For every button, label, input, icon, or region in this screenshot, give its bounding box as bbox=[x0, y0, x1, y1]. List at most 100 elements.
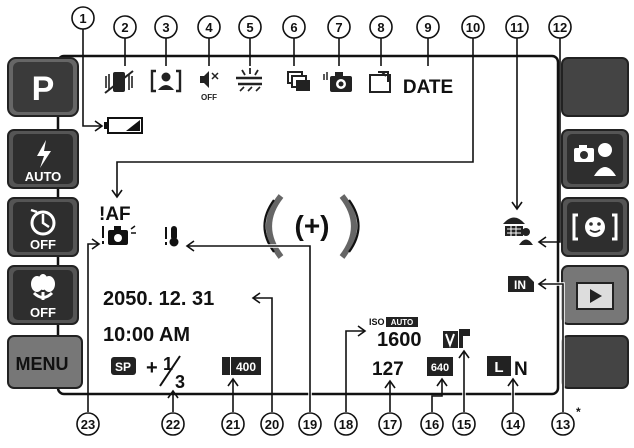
callout-22: 22 bbox=[161, 412, 185, 436]
self-timer-icon bbox=[30, 208, 56, 236]
svg-text:7: 7 bbox=[335, 20, 342, 35]
macro-flower-icon bbox=[31, 274, 55, 300]
movie-mode-icon bbox=[443, 329, 470, 348]
flash-label: AUTO bbox=[25, 169, 62, 184]
face-detection-button[interactable] bbox=[561, 197, 629, 257]
callout-11: 11 bbox=[505, 15, 529, 39]
svg-text:13: 13 bbox=[556, 417, 570, 432]
exposure-mode-label: SP bbox=[115, 360, 131, 374]
iso-value: 1600 bbox=[377, 329, 422, 351]
mode-button[interactable]: P bbox=[7, 57, 79, 117]
iso-label: ISO bbox=[369, 317, 385, 327]
mode-label: P bbox=[32, 70, 55, 108]
svg-text:16: 16 bbox=[425, 417, 439, 432]
af-target-mark: (+) bbox=[295, 210, 330, 241]
flash-button[interactable]: AUTO bbox=[7, 129, 79, 189]
face-detection-icon bbox=[572, 213, 618, 241]
quality-size-label: L bbox=[494, 359, 503, 376]
callout-17: 17 bbox=[378, 412, 402, 436]
shots-remaining: 127 bbox=[372, 359, 404, 380]
right-button-blank-top bbox=[561, 57, 629, 117]
continuous-shooting-icon bbox=[287, 71, 310, 91]
svg-text:3: 3 bbox=[162, 20, 169, 35]
sound-off-label: OFF bbox=[201, 93, 217, 102]
playback-button[interactable] bbox=[561, 265, 629, 325]
callout-8: 8 bbox=[369, 15, 393, 39]
svg-text:22: 22 bbox=[166, 417, 180, 432]
exposure-comp-sign: + bbox=[146, 357, 158, 379]
exposure-comp-numerator: 1 bbox=[163, 354, 173, 374]
callout-18: 18 bbox=[334, 412, 358, 436]
callout-19: 19 bbox=[298, 412, 322, 436]
callout-16: 16 bbox=[420, 412, 444, 436]
quality-compression: N bbox=[514, 359, 528, 380]
sound-off-icon: OFF bbox=[200, 71, 219, 102]
iso-mode-badge: AUTO bbox=[391, 318, 414, 327]
face-detection-indicator-icon bbox=[150, 69, 182, 93]
svg-text:23: 23 bbox=[81, 417, 95, 432]
callout-20: 20 bbox=[260, 412, 284, 436]
leader-lines bbox=[82, 28, 565, 412]
iso-box-value: 400 bbox=[236, 360, 256, 374]
svg-text:15: 15 bbox=[457, 417, 471, 432]
af-warning: !AF bbox=[99, 204, 131, 225]
image-stabilizer-off-icon bbox=[104, 70, 134, 94]
macro-button[interactable]: OFF bbox=[7, 265, 79, 325]
callout-10: 10 bbox=[461, 15, 485, 39]
iso-box-icon: 400 bbox=[222, 357, 261, 375]
date-display: 2050. 12. 31 bbox=[103, 288, 214, 310]
callout-12: 12 bbox=[548, 15, 572, 39]
svg-text:5: 5 bbox=[246, 20, 253, 35]
callout-6: 6 bbox=[282, 15, 306, 39]
svg-text:20: 20 bbox=[265, 417, 279, 432]
svg-text:2: 2 bbox=[121, 20, 128, 35]
callout-3: 3 bbox=[154, 15, 178, 39]
svg-text:11: 11 bbox=[510, 20, 524, 35]
callout-13: 13 bbox=[551, 412, 575, 436]
menu-label: MENU bbox=[16, 354, 69, 374]
svg-text:21: 21 bbox=[226, 417, 240, 432]
callout-15: 15 bbox=[452, 412, 476, 436]
svg-text:9: 9 bbox=[424, 20, 431, 35]
date-stamp-icon bbox=[369, 71, 391, 93]
callout-2: 2 bbox=[113, 15, 137, 39]
callout-14: 14 bbox=[501, 412, 525, 436]
callout-1: 1 bbox=[71, 6, 95, 30]
self-timer-button[interactable]: OFF bbox=[7, 197, 79, 257]
scene-button[interactable] bbox=[561, 129, 629, 189]
scene-mode-indicator-icon bbox=[503, 217, 533, 245]
callout-23: 23 bbox=[76, 412, 100, 436]
scene-portrait-icon bbox=[574, 143, 616, 176]
exposure-fraction-bar bbox=[159, 355, 181, 387]
wind-cut-icon bbox=[236, 68, 262, 92]
memory-label: IN bbox=[514, 278, 526, 292]
menu-button[interactable]: MENU bbox=[7, 335, 83, 389]
callout-21: 21 bbox=[221, 412, 245, 436]
svg-text:18: 18 bbox=[339, 417, 353, 432]
exposure-comp-denominator: 3 bbox=[175, 372, 185, 392]
flash-icon bbox=[37, 140, 51, 168]
svg-text:12: 12 bbox=[553, 20, 567, 35]
battery-icon bbox=[104, 117, 143, 134]
date-indicator: DATE bbox=[403, 77, 453, 98]
svg-text:14: 14 bbox=[506, 417, 521, 432]
playback-icon bbox=[590, 289, 602, 303]
callout-5: 5 bbox=[238, 15, 262, 39]
image-quality-icon: L bbox=[487, 356, 511, 376]
right-button-blank-bottom bbox=[561, 335, 629, 389]
time-display: 10:00 AM bbox=[103, 324, 190, 346]
exposure-icon: SP bbox=[111, 357, 136, 375]
temperature-warning-icon bbox=[165, 226, 179, 247]
svg-text:17: 17 bbox=[383, 417, 397, 432]
svg-text:1: 1 bbox=[79, 11, 86, 26]
svg-text:4: 4 bbox=[205, 20, 213, 35]
callout-13-asterisk: * bbox=[576, 405, 581, 419]
callout-7: 7 bbox=[327, 15, 351, 39]
svg-text:10: 10 bbox=[466, 20, 480, 35]
svg-text:8: 8 bbox=[377, 20, 384, 35]
self-timer-label: OFF bbox=[30, 237, 56, 252]
internal-memory-icon: IN bbox=[508, 276, 534, 292]
camera-shake-warning-icon bbox=[102, 225, 136, 245]
